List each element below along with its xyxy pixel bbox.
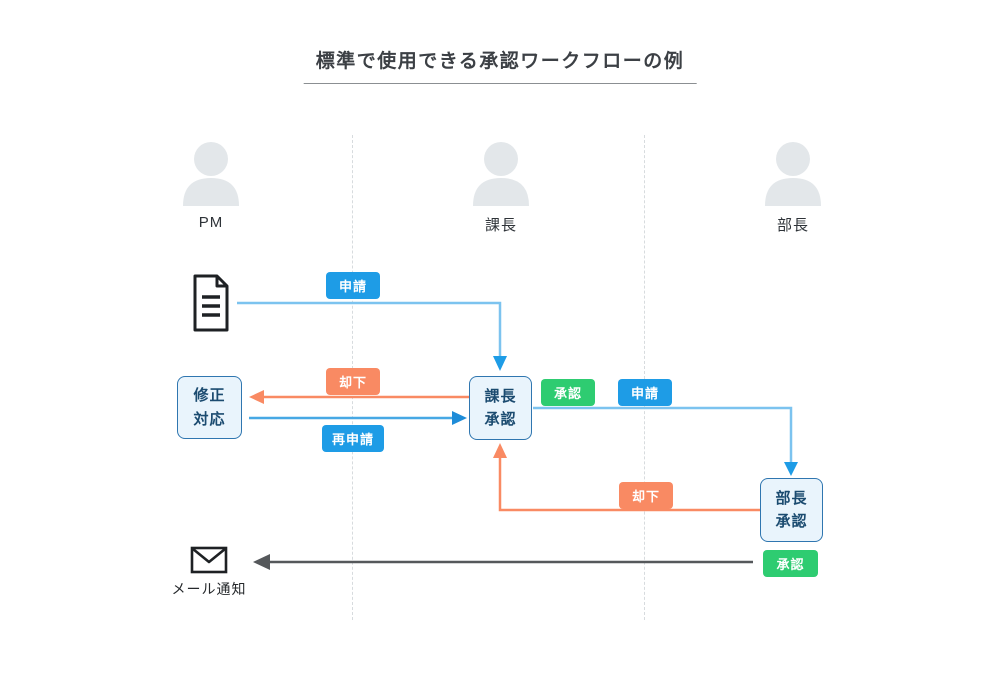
- document-icon: [192, 274, 230, 337]
- label-request-1: 申請: [326, 272, 380, 299]
- actor-pm: PM: [182, 142, 240, 231]
- label-request-2: 申請: [618, 379, 672, 406]
- page-title: 標準で使用できる承認ワークフローの例: [303, 46, 697, 84]
- arrow-request-1-head: [493, 356, 507, 371]
- label-reject-2: 却下: [619, 482, 673, 509]
- arrow-resubmit-head: [452, 411, 467, 425]
- box-bucho-approval: 部長 承認: [760, 478, 823, 542]
- actor-kacho-label: 課長: [484, 217, 517, 234]
- lane-divider-right: [644, 135, 645, 620]
- arrow-reject-1-head: [249, 390, 264, 404]
- box-correction: 修正 対応: [177, 376, 242, 439]
- label-resubmit: 再申請: [322, 425, 384, 452]
- person-icon: [183, 142, 239, 206]
- arrow-request-1-line: [237, 301, 502, 356]
- arrow-reject-2-head: [493, 443, 507, 458]
- actor-bucho: 部長: [764, 142, 822, 235]
- actor-pm-label: PM: [198, 214, 224, 231]
- actor-bucho-label: 部長: [776, 217, 809, 234]
- box-kacho-approval: 課長 承認: [469, 376, 532, 440]
- arrow-mail-head: [253, 554, 270, 570]
- person-icon: [765, 142, 821, 206]
- person-icon: [473, 142, 529, 206]
- label-approve-1: 承認: [541, 379, 595, 406]
- arrow-request-2-line: [533, 406, 793, 462]
- envelope-icon: [190, 546, 228, 579]
- actor-kacho: 課長: [472, 142, 530, 235]
- label-approve-2: 承認: [763, 550, 818, 577]
- arrow-request-2-head: [784, 462, 798, 476]
- label-reject-1: 却下: [326, 368, 380, 395]
- mail-notification-label: メール通知: [171, 581, 247, 597]
